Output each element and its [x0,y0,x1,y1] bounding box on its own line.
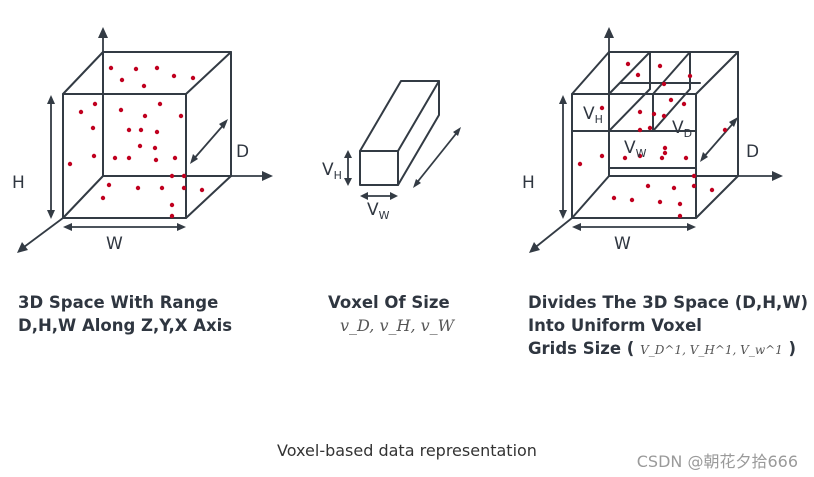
left-cube-z-arrowhead [17,242,28,253]
figure-caption: Voxel-based data representation [277,441,537,460]
right-h-label: H [522,173,535,193]
right-d-dimension [701,119,737,160]
right-cube-hidden-bottom [571,175,739,219]
left-cube-x-arrowhead [262,171,273,181]
right-cube-right-face [695,51,739,219]
right-inner-vh-label: VH [583,104,603,126]
left-cube-top-face [62,51,232,95]
right-inner-vd-label: VD [672,118,692,140]
left-d-dimension [191,121,227,162]
right-inner-vw-label: VW [624,138,647,160]
right-d-label: D [746,142,759,162]
watermark: CSDN @朝花夕拾666 [636,452,798,471]
voxel-vh-label: VH [322,160,342,182]
left-cube-points [67,65,205,219]
left-w-label: W [106,234,123,254]
voxel-caption: Voxel Of Size v_D, v_H, v_W [328,291,454,337]
right-cube-points [577,61,728,219]
left-cube-hidden-bottom [62,175,232,219]
voxel-vd-dimension [414,129,460,186]
voxel-top-face [359,80,440,152]
right-cube-voxel-grid [571,51,701,169]
left-cube-y-arrowhead [98,27,108,38]
voxel-vw-label: VW [367,200,390,222]
right-caption-line2: Into Uniform Voxel [528,316,702,335]
voxel-front-face [359,150,399,186]
voxel-caption-line1: Voxel Of Size [328,293,450,312]
left-caption-line1: 3D Space With Range [18,293,219,312]
right-caption-line3: Grids Size ( V_D^1, V_H^1, V_w^1 ) [528,339,797,358]
voxel-caption-formula: v_D, v_H, v_W [340,316,455,335]
right-cube: VH VD VW H D W [522,27,783,254]
left-caption: 3D Space With Range D,H,W Along Z,Y,X Ax… [18,291,232,337]
left-caption-line2: D,H,W Along Z,Y,X Axis [18,316,233,335]
left-cube-z-axis [19,217,64,251]
right-caption: Divides The 3D Space (D,H,W) Into Unifor… [528,291,808,362]
left-d-label: D [236,142,249,162]
right-caption-formula: V_D^1, V_H^1, V_w^1 [640,343,783,357]
right-caption-line1: Divides The 3D Space (D,H,W) [528,293,809,312]
left-cube: H D W [12,27,273,254]
right-cube-z-axis [531,217,573,251]
left-h-label: H [12,173,25,193]
voxel-side-face [397,80,440,186]
voxel: VH VW [322,80,461,222]
right-cube-top-face [571,51,739,95]
right-w-label: W [614,234,631,254]
